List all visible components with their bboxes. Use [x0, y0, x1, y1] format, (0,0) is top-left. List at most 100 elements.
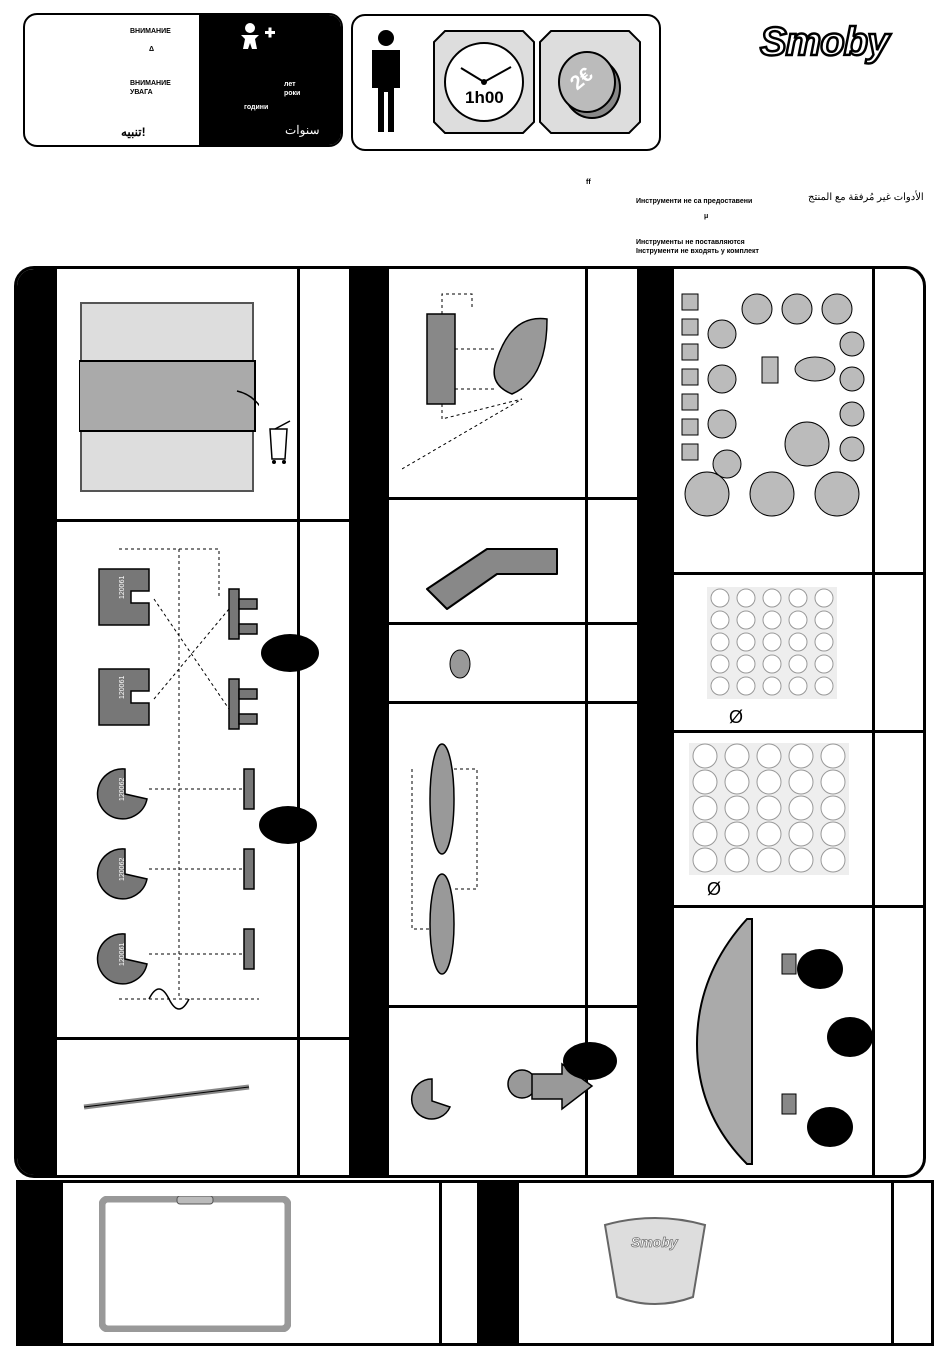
adhesive-pad [693, 770, 717, 794]
adhesive-pad [711, 633, 729, 651]
callout-oval-2 [259, 806, 317, 844]
adhesive-pad [763, 611, 781, 629]
parts-sheet: 120061120061120062120062120061 [14, 266, 926, 1178]
adhesive-pad [789, 633, 807, 651]
assembly-info-box: 1h00 2€ [351, 14, 661, 151]
bottom-divider-2 [891, 1183, 894, 1343]
board-sheet-part [79, 301, 259, 495]
col3-sep-1 [637, 572, 923, 575]
bottom-mid-label-bar [477, 1183, 519, 1343]
adhesive-pad [725, 770, 749, 794]
child-plus-icon [239, 21, 279, 51]
age-text-2: роки [284, 89, 300, 98]
clock-icon [433, 30, 535, 134]
large-pads-sheet [689, 743, 849, 875]
col1-sep-1 [17, 519, 349, 522]
adhesive-pad [693, 822, 717, 846]
col2-sep-3 [349, 701, 637, 704]
callout-oval-5 [827, 1017, 873, 1057]
adult-person-icon [366, 28, 406, 134]
adhesive-pad [789, 611, 807, 629]
adhesive-pad [725, 796, 749, 820]
col2-sep-4 [349, 1005, 637, 1008]
adhesive-pad [821, 848, 845, 872]
tools-note-bg: Инструменти не са предоставени [636, 197, 752, 206]
warning-text-3: УВАГА [130, 88, 153, 97]
callout-oval-1 [261, 634, 319, 672]
part-code-label: 120062 [119, 858, 126, 881]
age-warning-panel: лет роки години سنوات [199, 15, 341, 145]
tools-note-ar: الأدوات غير مُرفقة مع المنتج [808, 192, 924, 203]
adhesive-pad [763, 677, 781, 695]
adhesive-pad [711, 589, 729, 607]
side-panel-part [687, 914, 817, 1169]
adhesive-pad [711, 611, 729, 629]
adhesive-pad [757, 770, 781, 794]
warning-box: ВНИМАНИЕ Δ ВНИМАНИЕ УВАГА تنبيه! лет рок… [23, 13, 343, 147]
adhesive-pad [725, 848, 749, 872]
adhesive-pad [725, 744, 749, 768]
ff-mark: ff [586, 178, 591, 187]
tools-note-ru: Инструменты не поставляются [636, 238, 745, 247]
callout-oval-3 [563, 1042, 617, 1080]
adhesive-pad [693, 796, 717, 820]
warning-arabic: تنبيه! [121, 125, 146, 139]
col1-sep-2 [17, 1037, 349, 1040]
callout-oval-6 [807, 1107, 853, 1147]
warning-symbol: Δ [149, 45, 154, 54]
adhesive-pad [725, 822, 749, 846]
bucket-logo: Smoby [631, 1234, 678, 1250]
adhesive-pad [821, 744, 845, 768]
adhesive-pad [789, 589, 807, 607]
bottom-divider-1 [439, 1183, 442, 1343]
rod-part [79, 1069, 259, 1119]
adhesive-pad [757, 848, 781, 872]
adhesive-pad [789, 796, 813, 820]
trash-bin-icon [265, 419, 295, 469]
part-code-label: 120061 [119, 943, 126, 966]
col2-sep-2 [349, 622, 637, 625]
part-code-label: 120061 [119, 576, 126, 599]
adhesive-pad [711, 655, 729, 673]
small-knob-part [442, 644, 482, 684]
tools-note-uk: Інструменти не входять у комплект [636, 247, 759, 256]
adhesive-pad [693, 744, 717, 768]
adhesive-pad [763, 589, 781, 607]
bucket-part [599, 1211, 711, 1311]
adhesive-pad [821, 770, 845, 794]
adhesive-pad [815, 589, 833, 607]
adhesive-pad [737, 677, 755, 695]
part-code-label: 120061 [119, 676, 126, 699]
adhesive-pad [737, 655, 755, 673]
adhesive-pad [757, 744, 781, 768]
age-text-3: години [244, 103, 268, 112]
callout-oval-4 [797, 949, 843, 989]
sticker-sheet-part [677, 289, 869, 519]
adhesive-pad [821, 796, 845, 820]
adhesive-pad [711, 677, 729, 695]
bracket-leaf-part [402, 289, 582, 489]
warning-text-1: ВНИМАНИЕ [130, 27, 171, 36]
warning-text-2: ВНИМАНИЕ [130, 79, 171, 88]
adhesive-pad [789, 677, 807, 695]
col3-sep-3 [637, 905, 923, 908]
mu-mark: μ [704, 212, 708, 221]
col3-sep-2 [637, 730, 923, 733]
adhesive-pad [815, 677, 833, 695]
smoby-logo: Smoby [760, 20, 888, 65]
adhesive-pad [789, 770, 813, 794]
adhesive-pad [789, 744, 813, 768]
adhesive-pad [815, 655, 833, 673]
adhesive-pad [737, 589, 755, 607]
adhesive-pad [737, 611, 755, 629]
angled-plate-part [407, 519, 587, 619]
adhesive-pad [821, 822, 845, 846]
whiteboard-frame-part [99, 1196, 291, 1332]
col3-label-bar [637, 269, 674, 1175]
diameter-symbol-1: Ø [729, 707, 743, 728]
adhesive-pad [789, 848, 813, 872]
arrow-pointer-part [402, 1014, 602, 1164]
adhesive-pad [737, 633, 755, 651]
small-pads-sheet [707, 587, 837, 699]
two-leaves-part [402, 729, 582, 989]
